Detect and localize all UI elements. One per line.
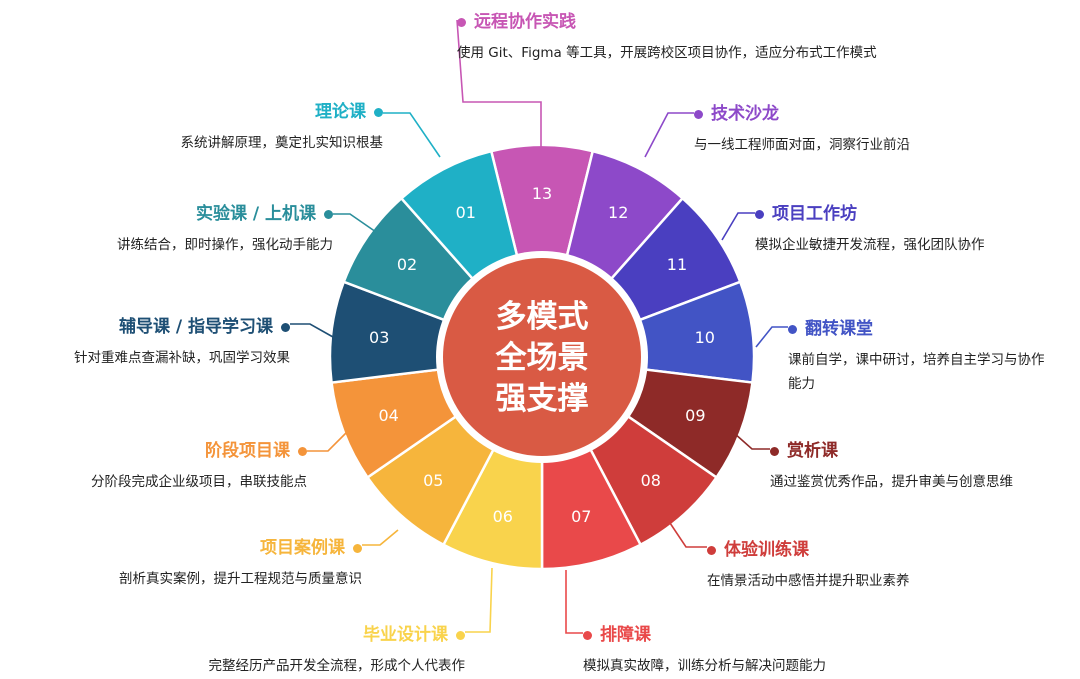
annotation-description: 剖析真实案例，提升工程规范与质量意识: [119, 571, 362, 587]
bullet-dot-icon: [755, 209, 764, 219]
annotation-title: 辅导课 / 指导学习课: [118, 317, 273, 337]
leader-lines: [290, 19, 788, 634]
annotation-title-row: 排障课: [583, 624, 651, 646]
annotation-title-row: 项目案例课: [260, 537, 362, 559]
segment-label-12: 12: [608, 203, 628, 222]
annotation-01: 理论课系统讲解原理，奠定扎实知识根基: [180, 101, 384, 155]
annotation-03: 辅导课 / 指导学习课针对重难点查漏补缺，巩固学习效果: [74, 316, 290, 370]
annotation-title-row: 远程协作实践: [457, 11, 576, 33]
leader-line-07: [565, 570, 583, 634]
leader-line-10: [755, 326, 788, 348]
leader-line-06: [465, 567, 493, 633]
annotation-title-row: 阶段项目课: [205, 440, 307, 462]
annotation-title-row: 体验训练课: [707, 539, 809, 561]
leader-line-12: [644, 112, 694, 158]
leader-line-09: [733, 432, 770, 450]
leader-line-01: [383, 112, 441, 158]
annotation-title-row: 理论课: [315, 101, 383, 123]
annotation-title-row: 技术沙龙: [694, 103, 779, 125]
bullet-dot-icon: [353, 543, 362, 553]
annotation-08: 体验训练课在情景活动中感悟并提升职业素养: [707, 539, 910, 593]
annotation-title: 排障课: [600, 625, 651, 645]
annotation-title-row: 毕业设计课: [363, 624, 465, 646]
segment-label-10: 10: [695, 328, 715, 347]
segment-label-03: 03: [369, 328, 389, 347]
annotation-description: 模拟企业敏捷开发流程，强化团队协作: [755, 237, 985, 253]
annotation-title: 翻转课堂: [805, 319, 873, 339]
bullet-dot-icon: [457, 17, 466, 27]
bullet-dot-icon: [707, 545, 716, 555]
segment-label-05: 05: [423, 471, 443, 490]
segment-label-04: 04: [378, 406, 398, 425]
annotation-description: 分阶段完成企业级项目，串联技能点: [91, 474, 307, 490]
leader-line-04: [307, 430, 349, 452]
annotation-05: 项目案例课剖析真实案例，提升工程规范与质量意识: [119, 537, 362, 591]
annotation-description: 针对重难点查漏补缺，巩固学习效果: [74, 350, 290, 366]
annotation-title: 远程协作实践: [474, 12, 576, 32]
segment-label-07: 07: [571, 507, 591, 526]
annotation-description: 模拟真实故障，训练分析与解决问题能力: [583, 658, 826, 674]
bullet-dot-icon: [298, 446, 307, 456]
annotation-title: 技术沙龙: [711, 104, 779, 124]
leader-line-03: [290, 323, 334, 338]
bullet-dot-icon: [324, 209, 333, 219]
annotation-title: 体验训练课: [724, 540, 809, 560]
bullet-dot-icon: [456, 630, 465, 640]
annotation-06: 毕业设计课完整经历产品开发全流程，形成个人代表作: [208, 624, 466, 678]
leader-line-02: [333, 213, 377, 233]
leader-line-05: [362, 529, 399, 546]
annotation-description: 通过鉴赏优秀作品，提升审美与创意思维: [770, 474, 1013, 490]
wheel-segments: 13 12 11 10 09 08 07 06 05 04 03 02 01: [328, 143, 756, 571]
annotation-title-row: 项目工作坊: [755, 203, 857, 225]
bullet-dot-icon: [374, 107, 383, 117]
center-line-3: 强支撑: [496, 381, 589, 417]
annotation-title: 毕业设计课: [363, 625, 448, 645]
segment-label-08: 08: [641, 471, 661, 490]
bullet-dot-icon: [770, 446, 779, 456]
leader-line-08: [667, 519, 707, 548]
annotation-description: 使用 Git、Figma 等工具，开展跨校区项目协作，适应分布式工作模式: [457, 45, 877, 61]
annotation-04: 阶段项目课分阶段完成企业级项目，串联技能点: [91, 440, 307, 494]
annotation-title: 阶段项目课: [205, 441, 290, 461]
annotation-title: 实验课 / 上机课: [195, 204, 316, 224]
leader-line-11: [721, 212, 755, 241]
annotation-title: 项目案例课: [260, 538, 345, 558]
annotation-title: 项目工作坊: [772, 204, 857, 224]
leader-line-13: [456, 19, 542, 148]
hub-circle: [443, 258, 641, 456]
annotation-07: 排障课模拟真实故障，训练分析与解决问题能力: [583, 624, 826, 678]
segment-label-11: 11: [667, 255, 687, 274]
annotation-title: 理论课: [315, 102, 366, 122]
bullet-dot-icon: [281, 322, 290, 332]
segment-label-01: 01: [456, 203, 476, 222]
annotation-12: 技术沙龙与一线工程师面对面，洞察行业前沿: [694, 103, 910, 157]
segment-label-06: 06: [493, 507, 513, 526]
annotation-description: 与一线工程师面对面，洞察行业前沿: [694, 137, 910, 153]
bullet-dot-icon: [694, 109, 703, 119]
center-line-2: 全场景: [495, 340, 589, 376]
center-line-1: 多模式: [496, 299, 589, 335]
annotation-title-row: 辅导课 / 指导学习课: [119, 316, 290, 338]
annotation-description: 在情景活动中感悟并提升职业素养: [707, 573, 910, 589]
annotation-title-row: 实验课 / 上机课: [196, 203, 333, 225]
segment-label-09: 09: [685, 406, 705, 425]
annotation-09: 赏析课通过鉴赏优秀作品，提升审美与创意思维: [770, 440, 1013, 494]
annotation-11: 项目工作坊模拟企业敏捷开发流程，强化团队协作: [755, 203, 985, 257]
annotation-10: 翻转课堂课前自学，课中研讨，培养自主学习与协作能力: [788, 318, 1048, 396]
bullet-dot-icon: [788, 324, 797, 334]
segment-label-13: 13: [532, 184, 552, 203]
annotation-title: 赏析课: [787, 441, 838, 461]
bullet-dot-icon: [583, 630, 592, 640]
segment-label-02: 02: [397, 255, 417, 274]
annotation-13: 远程协作实践使用 Git、Figma 等工具，开展跨校区项目协作，适应分布式工作…: [457, 11, 877, 65]
annotation-title-row: 翻转课堂: [788, 318, 873, 340]
annotation-description: 课前自学，课中研讨，培养自主学习与协作能力: [788, 352, 1045, 392]
annotation-description: 讲练结合，即时操作，强化动手能力: [117, 237, 333, 253]
annotation-description: 系统讲解原理，奠定扎实知识根基: [180, 135, 384, 151]
annotation-title-row: 赏析课: [770, 440, 838, 462]
annotation-description: 完整经历产品开发全流程，形成个人代表作: [208, 658, 466, 674]
annotation-02: 实验课 / 上机课讲练结合，即时操作，强化动手能力: [117, 203, 333, 257]
